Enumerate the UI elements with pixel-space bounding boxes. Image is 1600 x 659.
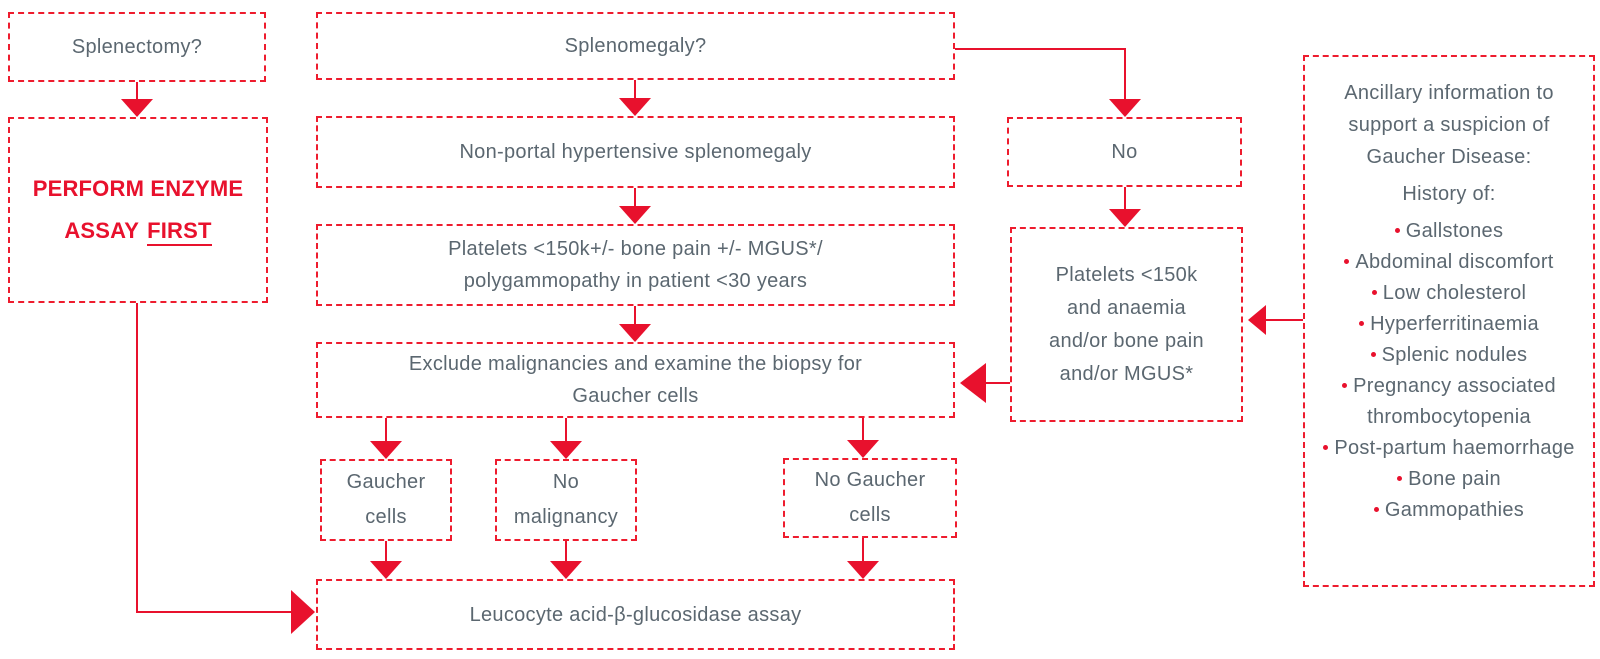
arrow-platelets-exclude-stem [634,306,636,324]
arrow-exclude-gaucher-stem [385,418,387,441]
arrow-down-icon [1109,209,1141,227]
ancillary-item-gallstones: Gallstones [1323,216,1575,247]
bullet-icon [1323,444,1329,450]
arrow-down-icon [619,324,651,342]
arrow-no-plateletsanaemia-stem [1124,187,1126,209]
platelets-under30-line2: polygammopathy in patient <30 years [463,270,808,292]
arrow-nogaucher-leucocyte-stem [862,538,864,561]
platelets-anaemia-box: Platelets <150k and anaemia and/or bone … [1010,227,1243,422]
arrow-down-icon [370,561,402,579]
ancillary-item-label: Low cholesterol [1382,282,1527,304]
gaucher-cells-line2: cells [365,506,407,528]
arrow-left-icon [960,363,986,403]
arrow-nomalignancy-leucocyte-stem [565,541,567,561]
platelets-anaemia-line3: and/or bone pain [1049,329,1204,352]
arrow-down-icon [619,206,651,224]
ancillary-item-bone-pain: Bone pain [1323,464,1575,495]
ancillary-item-label: Post-partum haemorrhage [1334,437,1575,459]
leucocyte-assay-label: Leucocyte acid-β-glucosidase assay [469,603,802,626]
ancillary-item-label: Gammopathies [1384,499,1525,521]
arrow-gaucher-leucocyte-stem [385,541,387,561]
bullet-icon [1394,227,1400,233]
exclude-line1: Exclude malignancies and examine the bio… [408,353,863,375]
platelets-anaemia-line4: and/or MGUS* [1059,362,1194,385]
perform-enzyme-assay-box: PERFORM ENZYME ASSAY FIRST [8,117,268,303]
arrow-splenomegaly-no-hline [955,48,1126,50]
splenomegaly-label: Splenomegaly? [564,35,707,57]
perform-assay-word: ASSAY [64,218,140,243]
arrow-perform-leucocyte-vline [136,303,138,612]
platelets-under30-line1: Platelets <150k+/- bone pain +/- MGUS*/ [448,238,823,260]
bullet-icon [1344,258,1350,264]
gaucher-cells-box: Gaucher cells [320,459,452,541]
ancillary-item-label: Splenic nodules [1381,344,1528,366]
arrow-down-icon [619,98,651,116]
splenomegaly-box: Splenomegaly? [316,12,955,80]
arrow-nonportal-platelets-stem [634,188,636,206]
ancillary-item-gammopathies: Gammopathies [1323,495,1575,526]
platelets-anaemia-line1: Platelets <150k [1055,263,1198,286]
arrow-down-icon [370,441,402,459]
ancillary-item-postpartum-haemorrhage: Post-partum haemorrhage [1323,433,1575,464]
arrow-exclude-nomalignancy-stem [565,418,567,441]
arrow-ancillary-plateletsanaemia-line [1266,319,1303,321]
exclude-line2: Gaucher cells [572,385,699,407]
arrow-plateletsanaemia-exclude-line [986,382,1010,384]
arrow-splenomegaly-no-vline [1124,48,1126,99]
nonportal-label: Non-portal hypertensive splenomegaly [459,141,812,163]
bullet-icon [1397,475,1403,481]
ancillary-subtitle: History of: [1402,183,1496,205]
ancillary-item-label: Abdominal discomfort [1355,251,1554,273]
no-gaucher-cells-line2: cells [849,504,891,526]
bullet-icon [1370,351,1376,357]
bullet-icon [1342,382,1348,388]
no-gaucher-cells-line1: No Gaucher [814,469,926,491]
platelets-under30-box: Platelets <150k+/- bone pain +/- MGUS*/ … [316,224,955,306]
no-label: No [1111,141,1138,163]
arrow-down-icon [550,441,582,459]
ancillary-item-label: Pregnancy associated thrombocytopenia [1353,375,1556,428]
arrow-exclude-nogaucher-stem [862,418,864,440]
arrow-down-icon [1109,99,1141,117]
arrow-perform-leucocyte-hline [136,611,291,613]
ancillary-title-line2: support a suspicion of [1348,114,1550,136]
bullet-icon [1371,289,1377,295]
arrow-down-icon [847,440,879,458]
no-gaucher-cells-box: No Gaucher cells [783,458,957,538]
leucocyte-assay-box: Leucocyte acid-β-glucosidase assay [316,579,955,650]
ancillary-title-line1: Ancillary information to [1344,82,1554,104]
no-malignancy-line1: No [552,471,580,493]
ancillary-item-abdominal-discomfort: Abdominal discomfort [1323,247,1575,278]
no-box: No [1007,117,1242,187]
splenectomy-box: Splenectomy? [8,12,266,82]
arrow-down-icon [847,561,879,579]
perform-first-word-underlined: FIRST [147,218,212,246]
ancillary-item-pregnancy-thrombocytopenia: Pregnancy associated thrombocytopenia [1323,371,1575,433]
gaucher-cells-line1: Gaucher [346,471,426,493]
ancillary-title-line3: Gaucher Disease: [1366,146,1532,168]
ancillary-item-hyperferritinaemia: Hyperferritinaemia [1323,309,1575,340]
arrow-left-icon [1248,305,1266,335]
arrow-down-icon [121,99,153,117]
ancillary-item-label: Gallstones [1405,220,1504,242]
ancillary-item-splenic-nodules: Splenic nodules [1323,340,1575,371]
perform-line2: ASSAY FIRST [64,210,212,252]
perform-line1: PERFORM ENZYME [32,176,244,202]
splenectomy-label: Splenectomy? [71,36,203,58]
arrow-down-icon [550,561,582,579]
platelets-anaemia-line2: and anaemia [1067,296,1186,319]
nonportal-box: Non-portal hypertensive splenomegaly [316,116,955,188]
ancillary-item-label: Hyperferritinaemia [1370,313,1539,335]
ancillary-item-low-cholesterol: Low cholesterol [1323,278,1575,309]
bullet-icon [1359,320,1365,326]
arrow-splenectomy-perform-stem [136,82,138,99]
no-malignancy-box: No malignancy [495,459,637,541]
arrow-right-icon [291,590,315,634]
ancillary-info-panel: Ancillary information to support a suspi… [1303,55,1595,587]
no-malignancy-line2: malignancy [513,506,619,528]
ancillary-item-label: Bone pain [1408,468,1501,490]
bullet-icon [1373,506,1379,512]
exclude-malignancies-box: Exclude malignancies and examine the bio… [316,342,955,418]
arrow-splenomegaly-nonportal-stem [634,80,636,98]
